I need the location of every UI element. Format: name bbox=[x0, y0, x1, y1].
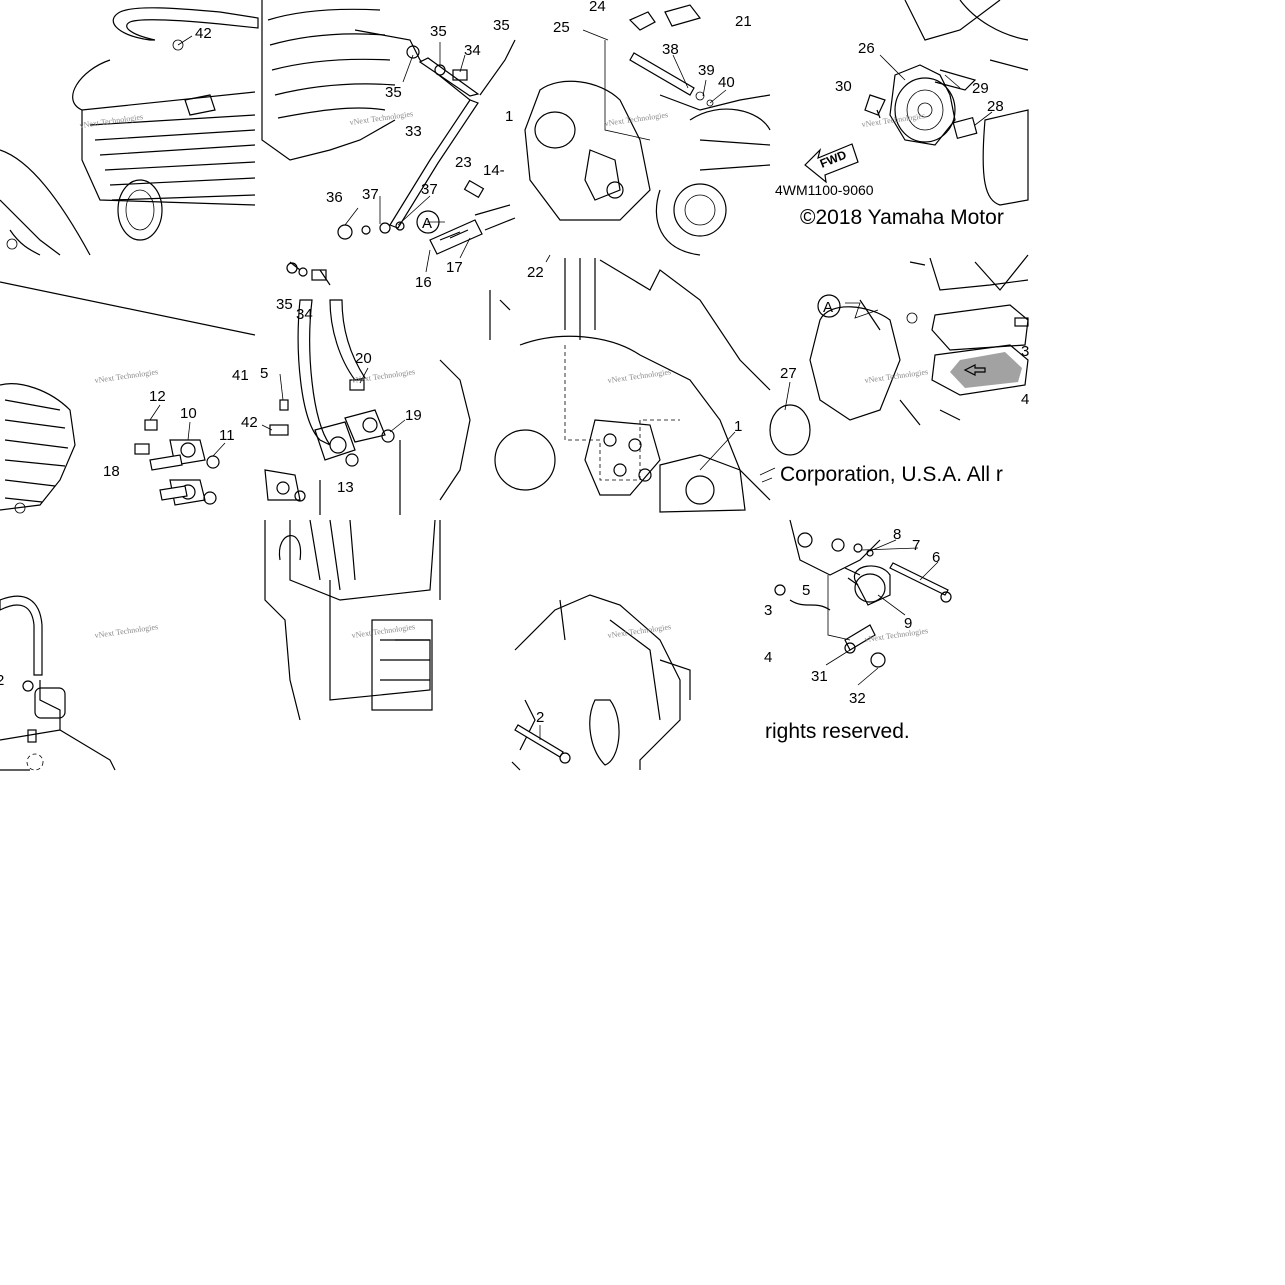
tile-oil-tank bbox=[0, 595, 116, 771]
callout-label: 14- bbox=[483, 162, 505, 179]
tile-oil-filter bbox=[804, 0, 1029, 206]
tile-cylinder-left bbox=[0, 281, 256, 514]
tile-oil-hose-lower bbox=[134, 261, 401, 515]
watermark: vNext Technologies bbox=[351, 622, 416, 640]
callout-label: 1 bbox=[734, 418, 742, 435]
callout-label: 7 bbox=[912, 537, 920, 554]
callout-label: 5 bbox=[260, 365, 268, 382]
reference-marker-a: A bbox=[823, 299, 833, 316]
tile-cylinder-head bbox=[0, 7, 259, 256]
blank-area-lower-left bbox=[0, 772, 1285, 1285]
callout-label: 36 bbox=[326, 189, 343, 206]
blank-area-right bbox=[1029, 0, 1285, 772]
callout-label: 17 bbox=[446, 259, 463, 276]
copyright-line-3: rights reserved. bbox=[765, 720, 910, 743]
diagram-code: 4WM1100-9060 bbox=[775, 182, 874, 198]
watermark: vNext Technologies bbox=[79, 112, 144, 130]
leader-lines bbox=[149, 29, 993, 740]
callout-label: 18 bbox=[103, 463, 120, 480]
copyright-block: 4WM1100-9060 ©2018 Yamaha Motor Corporat… bbox=[765, 182, 1004, 743]
callout-label: 27 bbox=[780, 365, 797, 382]
callout-label: 35 bbox=[430, 23, 447, 40]
copyright-line-1: ©2018 Yamaha Motor bbox=[800, 206, 1004, 229]
callout-label: 38 bbox=[662, 41, 679, 58]
callout-label: 29 bbox=[972, 80, 989, 97]
callout-label: 41 bbox=[232, 367, 249, 384]
tile-crankcase-lower bbox=[511, 594, 691, 771]
watermark: vNext Technologies bbox=[861, 111, 926, 129]
tile-oil-pump bbox=[774, 519, 952, 668]
reference-marker-a: A bbox=[422, 215, 432, 232]
callout-label: 19 bbox=[405, 407, 422, 424]
callout-label: 2 bbox=[536, 709, 544, 726]
callout-label: 11 bbox=[219, 427, 235, 444]
watermark: vNext Technologies bbox=[94, 622, 159, 640]
callout-label: 35 bbox=[385, 84, 402, 101]
tile-crankcase-right bbox=[524, 4, 771, 256]
callout-label: 5 bbox=[802, 582, 810, 599]
callout-label: 4 bbox=[1021, 391, 1029, 408]
callout-label: 30 bbox=[835, 78, 852, 95]
callout-label: 42 bbox=[195, 25, 212, 42]
callout-label: 28 bbox=[987, 98, 1004, 115]
callout-label: 22 bbox=[527, 264, 544, 281]
callout-label: 21 bbox=[735, 13, 752, 30]
callout-label: 23 bbox=[455, 154, 472, 171]
callout-label: 35 bbox=[276, 296, 293, 313]
watermark: vNext Technologies bbox=[607, 367, 672, 385]
callout-label: 39 bbox=[698, 62, 715, 79]
watermark: vNext Technologies bbox=[349, 109, 414, 127]
callout-label: 10 bbox=[180, 405, 197, 422]
callout-label: 35 bbox=[493, 17, 510, 34]
callout-label: 20 bbox=[355, 350, 372, 367]
callout-label: 32 bbox=[849, 690, 866, 707]
callout-label: 37 bbox=[421, 181, 438, 198]
reference-markers: A A bbox=[416, 210, 841, 318]
callout-label: 9 bbox=[904, 615, 912, 632]
watermark: vNext Technologies bbox=[864, 626, 929, 644]
callout-label: 42 bbox=[241, 414, 258, 431]
callout-label: 6 bbox=[932, 549, 940, 566]
callout-label: 1 bbox=[505, 108, 513, 125]
tile-oil-delivery-pipe bbox=[261, 0, 516, 255]
watermark: vNext Technologies bbox=[604, 110, 669, 128]
copyright-line-2: Corporation, U.S.A. All r bbox=[780, 463, 1003, 486]
callout-label: 26 bbox=[858, 40, 875, 57]
callout-label: 8 bbox=[893, 526, 901, 543]
tile-transmission bbox=[264, 519, 441, 721]
callout-label: 3 bbox=[764, 602, 772, 619]
watermark: vNext Technologies bbox=[94, 367, 159, 385]
callout-label: 34 bbox=[464, 42, 481, 59]
callout-label: 34 bbox=[296, 306, 313, 323]
callout-label: 40 bbox=[718, 74, 735, 91]
tile-oil-strainer bbox=[809, 254, 1029, 426]
callout-label: 33 bbox=[405, 123, 422, 140]
callout-label: 2 bbox=[0, 672, 4, 689]
callout-label: 3 bbox=[1021, 343, 1029, 360]
tile-crankcase-center bbox=[439, 258, 811, 513]
callout-label: 16 bbox=[415, 274, 432, 291]
callout-label: 13 bbox=[337, 479, 354, 496]
callout-label: 37 bbox=[362, 186, 379, 203]
callout-label: 12 bbox=[149, 388, 166, 405]
callout-labels: 42 35 34 35 35 33 1 23 14- 36 37 37 17 1… bbox=[0, 0, 1029, 726]
callout-label: 4 bbox=[764, 649, 772, 666]
callout-label: 25 bbox=[553, 19, 570, 36]
callout-label: 24 bbox=[589, 0, 606, 15]
callout-label: 31 bbox=[811, 668, 828, 685]
